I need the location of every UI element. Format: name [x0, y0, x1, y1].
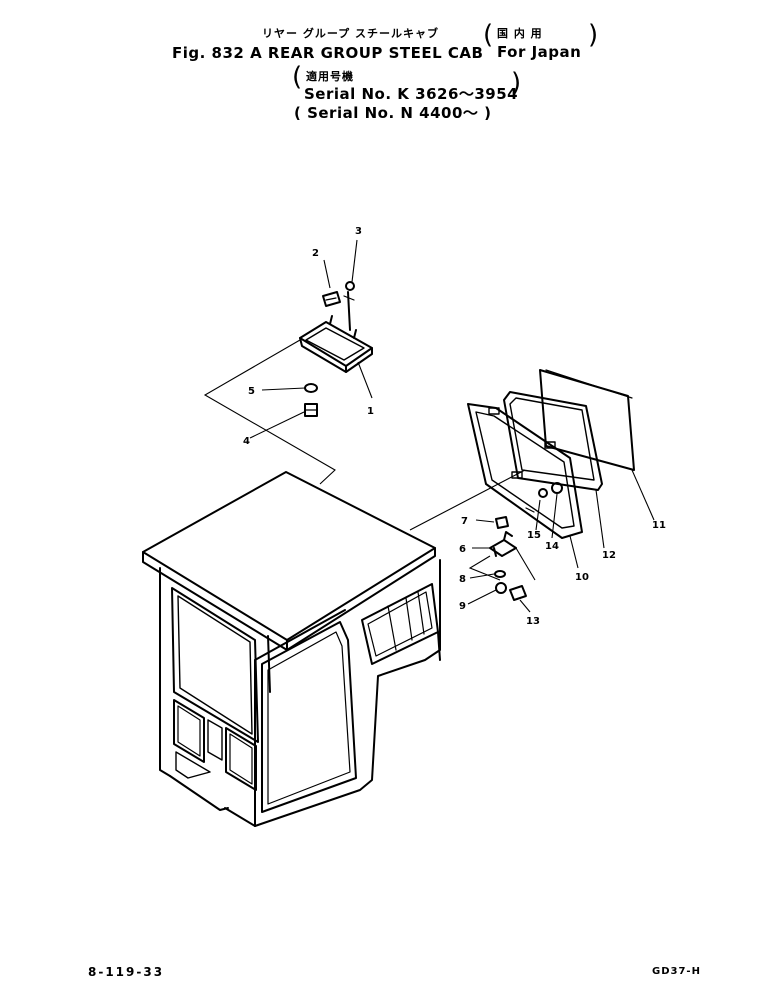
callout-8: 8	[459, 574, 466, 585]
market-label: For Japan	[497, 43, 582, 61]
rear-window-seal	[503, 391, 603, 491]
callout-12: 12	[602, 550, 616, 561]
bracket-washer-and-nut	[304, 383, 318, 417]
bracket-bolt	[322, 291, 341, 307]
open-paren-serial: (	[292, 62, 303, 92]
callout-14: 14	[545, 541, 559, 552]
figure-title: Fig. 832 A REAR GROUP STEEL CAB	[172, 44, 484, 62]
japanese-title: リヤー グループ スチールキャブ	[262, 27, 439, 40]
serial-range-2-text: Serial No. N 4400～	[307, 104, 479, 122]
callout-2: 2	[312, 248, 319, 259]
callout-labels: 1 2 3 4 5 6 7 8 9 10 11 12 13 14 15	[243, 226, 666, 627]
callout-6: 6	[459, 544, 466, 555]
callout-9: 9	[459, 601, 466, 612]
callout-7: 7	[461, 516, 468, 527]
close-paren: )	[588, 20, 599, 50]
callout-11: 11	[652, 520, 666, 531]
close-paren-serial: )	[511, 68, 522, 98]
page-code: 8-119-33	[88, 965, 165, 979]
japanese-market-label: 国 内 用	[497, 27, 543, 40]
diagram-header: リヤー グループ スチールキャブ ( 国 内 用 ) Fig. 832 A RE…	[0, 0, 773, 130]
rear-window-glass	[539, 369, 635, 471]
serial-range-2: ( Serial No. N 4400～ )	[294, 104, 492, 122]
leader-lines	[203, 239, 655, 613]
rear-mirror-bracket	[299, 315, 373, 373]
japanese-serial-label: 適用号機	[306, 70, 354, 83]
callout-13: 13	[526, 616, 540, 627]
callout-3: 3	[355, 226, 362, 237]
serial-range-1: Serial No. K 3626～3954	[304, 85, 519, 103]
callout-4: 4	[243, 436, 250, 447]
callout-15: 15	[527, 530, 541, 541]
open-paren: (	[483, 20, 494, 50]
callout-10: 10	[575, 572, 589, 583]
model-code: GD37-H	[652, 966, 701, 977]
bracket-stud	[343, 281, 355, 331]
callout-1: 1	[367, 406, 374, 417]
callout-5: 5	[248, 386, 255, 397]
steel-cab-body	[142, 471, 441, 827]
